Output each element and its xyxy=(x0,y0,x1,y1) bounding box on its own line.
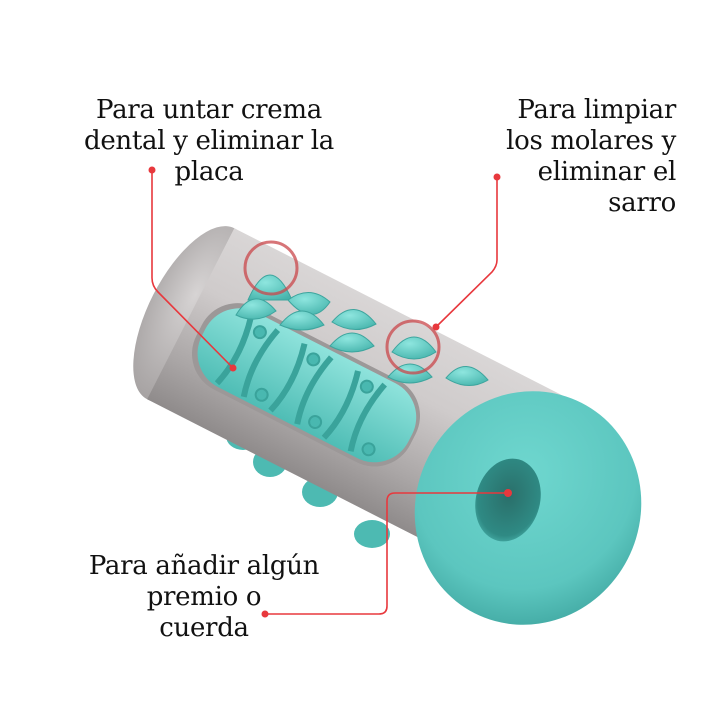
callout-text-line: cuerda xyxy=(159,613,249,643)
callout-label-toothpaste: Para untar crema dental y eliminar la pl… xyxy=(64,95,354,188)
callout-lines xyxy=(151,170,508,615)
callout-text-line: sarro xyxy=(608,188,676,218)
callout-text-line: placa xyxy=(174,157,244,187)
end-hole xyxy=(414,391,642,625)
callout-text-line: dental y eliminar la xyxy=(83,126,334,156)
callout-text-line: premio o xyxy=(146,582,262,612)
callout-text-line: Para limpiar xyxy=(517,95,676,125)
highlight-circle-top-right xyxy=(385,319,441,375)
highlight-circle-top-left xyxy=(243,240,299,296)
callout-dots xyxy=(148,166,512,618)
molar-cleaning-spikes xyxy=(235,274,489,386)
toothpaste-groove-panel xyxy=(191,303,421,467)
callout-label-molars: Para limpiar los molares y eliminar el s… xyxy=(462,95,676,219)
callout-text-line: Para añadir algún xyxy=(88,551,320,581)
callout-text-line: Para untar crema xyxy=(96,95,322,125)
callout-label-treat-hole: Para añadir algún premio o cuerda xyxy=(72,551,336,644)
callout-text-line: eliminar el xyxy=(537,157,677,187)
callout-text-line: los molares y xyxy=(506,126,676,156)
